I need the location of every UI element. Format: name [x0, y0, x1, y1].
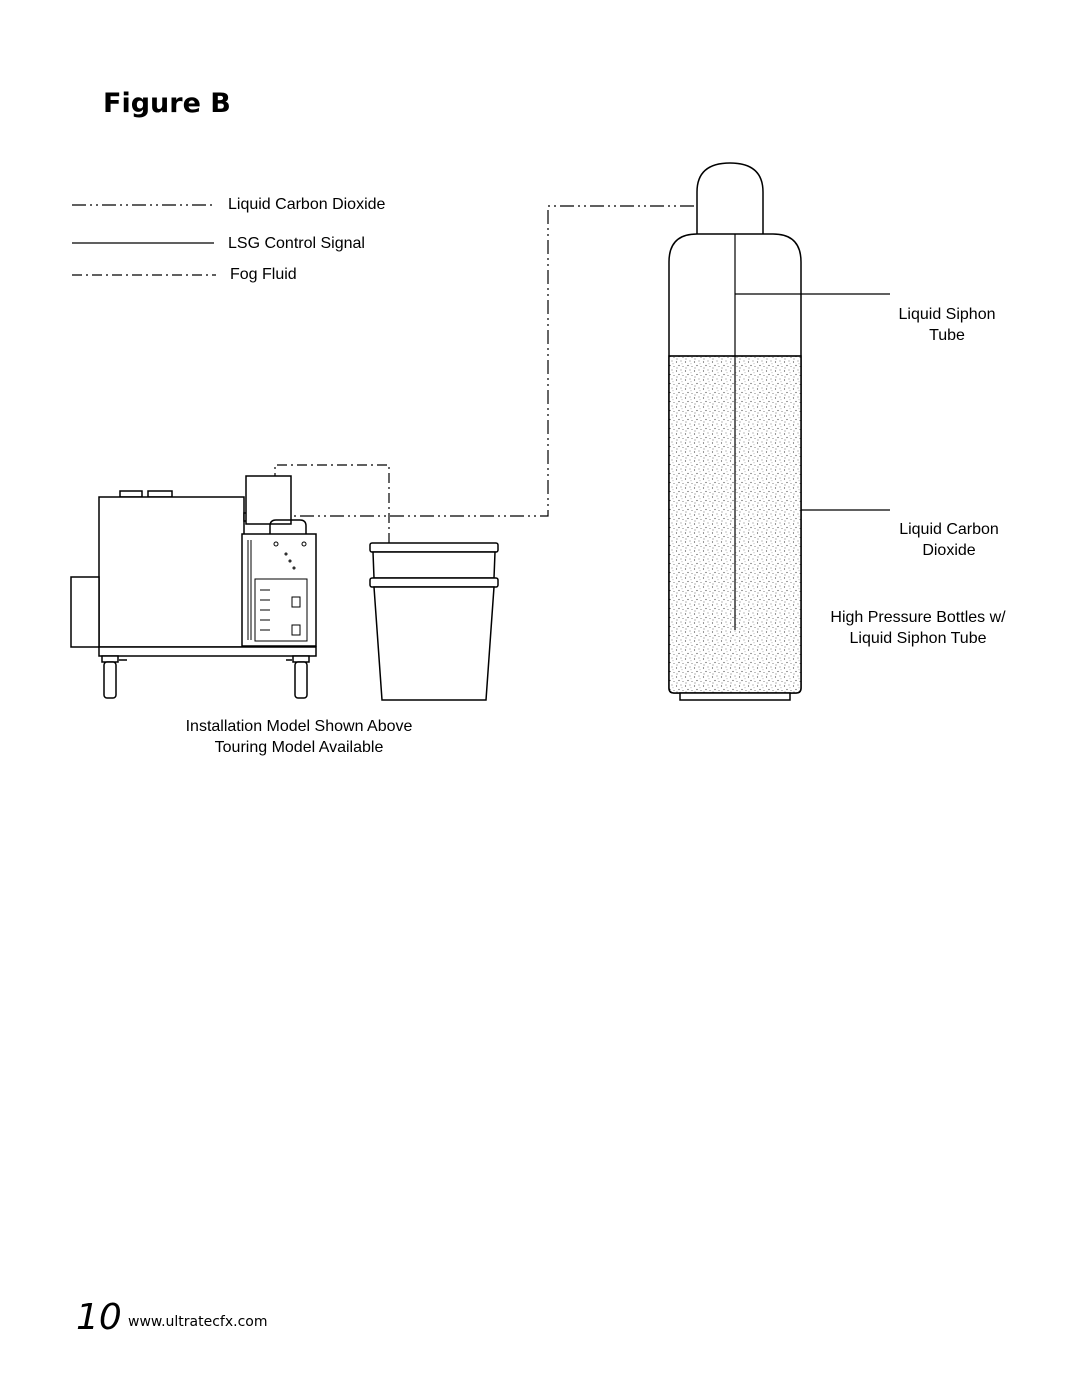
legend-control-label: LSG Control Signal [228, 235, 365, 252]
co2-cylinder [668, 162, 802, 701]
legend-fluid-label: Fog Fluid [230, 266, 297, 283]
figure-title: Figure B [103, 88, 231, 119]
website-url: www.ultratecfx.com [128, 1314, 268, 1330]
bottles-callout-line2: Liquid Siphon Tube [849, 630, 987, 647]
legend-swatches [72, 204, 216, 276]
siphon-callout-line1: Liquid Siphon [898, 306, 996, 323]
co2-callout: Liquid Carbon Dioxide [874, 519, 1024, 561]
fog-fluid-bucket [369, 542, 499, 701]
siphon-callout: Liquid Siphon Tube [872, 304, 1022, 346]
machine-caption: Installation Model Shown Above Touring M… [158, 716, 440, 758]
bottles-callout: High Pressure Bottles w/ Liquid Siphon T… [812, 607, 1024, 649]
siphon-callout-line2: Tube [929, 327, 965, 344]
page-number: 10 [76, 1297, 122, 1338]
bottles-callout-line1: High Pressure Bottles w/ [830, 609, 1006, 626]
co2-callout-line1: Liquid Carbon [899, 521, 999, 538]
machine-caption-line1: Installation Model Shown Above [185, 718, 413, 735]
co2-supply-line [248, 205, 694, 517]
leader-lines [735, 293, 890, 511]
co2-callout-line2: Dioxide [922, 542, 976, 559]
fog-machine [70, 475, 317, 699]
machine-caption-line2: Touring Model Available [214, 739, 384, 756]
fog-fluid-line [274, 464, 390, 543]
legend-co2-label: Liquid Carbon Dioxide [228, 196, 386, 213]
